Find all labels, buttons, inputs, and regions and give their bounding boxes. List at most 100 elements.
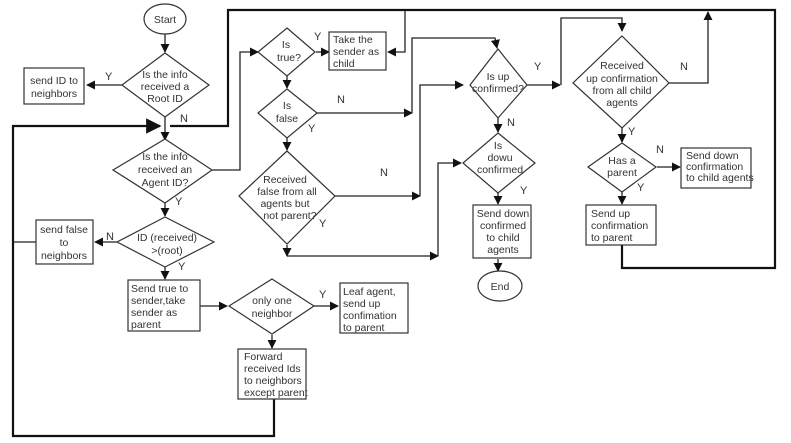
label-recvup-no: N [680, 61, 688, 73]
node-up-confirmed-decision: Is up confirmed? [469, 48, 528, 119]
text-line: received an [138, 164, 192, 176]
node-start: Start [143, 3, 187, 35]
node-end-text: End [491, 281, 510, 293]
node-agent-id-decision: Is the info received an Agent ID? [111, 138, 214, 204]
text-line: confirmed [480, 220, 526, 232]
text-line: Is the info [142, 69, 188, 81]
text-line: >(root) [151, 245, 182, 257]
label-agent-yes: Y [175, 196, 183, 208]
text-line: child [333, 58, 355, 70]
node-send-true: Send true to sender,take sender as paren… [127, 279, 201, 332]
label-recvfalse-no: N [380, 167, 388, 179]
node-take-child: Take the sender as child [328, 31, 387, 71]
text-line: except parent [244, 387, 308, 399]
text-line: send ID to [30, 75, 78, 87]
text-line: neighbors [41, 250, 87, 262]
text-line: neighbors [31, 88, 77, 100]
text-line: to child [486, 232, 519, 244]
edge-to-downconf [437, 158, 462, 256]
text-line: Received [600, 60, 644, 72]
text-line: Send down [686, 150, 739, 162]
text-line: Send true to [131, 283, 188, 295]
text-line: sender,take [131, 295, 185, 307]
text-line: Is [283, 100, 291, 112]
text-line: to child agents [686, 172, 754, 184]
node-is-true-decision: Is true? [257, 27, 316, 77]
node-start-text: Start [154, 14, 176, 26]
text-line: false from all [257, 186, 317, 198]
text-line: sender as [333, 46, 379, 58]
node-send-false: send false to neighbors [35, 219, 94, 265]
text-line: Root ID [147, 93, 183, 105]
text-line: to parent [591, 232, 633, 244]
label-root-no: N [180, 113, 188, 125]
edge-to-upconf-2 [419, 80, 464, 196]
label-false-no: N [337, 94, 345, 106]
text-line: up confirmation [586, 73, 658, 85]
node-leaf-agent: Leaf agent, send up confimation to paren… [339, 282, 409, 334]
text-line: confirmation [686, 161, 743, 173]
text-line: agents [487, 244, 519, 256]
text-line: agents but [260, 198, 309, 210]
text-line: confimation [343, 310, 397, 322]
text-line: sender as [131, 307, 177, 319]
text-line: Is up [487, 71, 510, 83]
text-line: parent [131, 319, 161, 331]
edge-agent-istrue [212, 47, 259, 171]
node-received-false-decision: Received false from all agents but not p… [238, 150, 336, 245]
edge-to-recvup [560, 17, 627, 85]
node-send-down-confirmation: Send down confirmation to child agents [680, 147, 754, 189]
text-line: Take the [333, 34, 373, 46]
text-line: confirmed [477, 164, 523, 176]
label-recvup-yes: Y [628, 126, 636, 138]
text-line: dowu [487, 152, 512, 164]
text-line: not parent? [263, 210, 316, 222]
label-parent-no: N [656, 144, 664, 156]
text-line: send false [40, 224, 88, 236]
text-line: Has a [608, 155, 636, 167]
text-line: to [60, 237, 69, 249]
node-one-neighbor-decision: only one neighbor [227, 278, 316, 335]
edge-loop-child [387, 10, 406, 57]
text-line: only one [252, 295, 292, 307]
edge-loop-top [170, 8, 777, 270]
label-up-yes: Y [534, 61, 542, 73]
text-line: received Ids [244, 363, 301, 375]
text-line: Received [263, 174, 307, 186]
text-line: Is the info [142, 151, 188, 163]
edge-labels: Y N Y N Y Y Y N Y N Y Y N Y N Y N Y [105, 31, 688, 301]
text-line: parent [607, 167, 637, 179]
node-has-parent-decision: Has a parent [586, 142, 658, 193]
text-line: Is [282, 39, 290, 51]
text-line: neighbor [252, 308, 293, 320]
label-recvfalse-yes: Y [319, 218, 327, 230]
text-line: Is [494, 140, 502, 152]
text-line: ID (received) [137, 232, 197, 244]
node-send-id: send ID to neighbors [23, 67, 85, 105]
node-forward-ids: Forward received Ids to neighbors except… [237, 348, 308, 400]
text-line: Forward [244, 351, 283, 363]
text-line: confirmation [591, 220, 648, 232]
label-parent-yes: Y [637, 182, 645, 194]
text-line: to parent [343, 322, 385, 334]
label-one-yes: Y [319, 289, 327, 301]
text-line: Send down [477, 208, 530, 220]
text-line: send up [343, 298, 381, 310]
label-cmp-no: N [106, 231, 114, 243]
text-line: from all child [593, 85, 652, 97]
text-line: to neighbors [244, 375, 302, 387]
label-cmp-yes: Y [178, 261, 186, 273]
node-root-id-decision: Is the info received a Root ID [120, 52, 211, 118]
text-line: agents [606, 97, 638, 109]
node-is-false-decision: Is false [257, 88, 318, 139]
node-send-up-parent: Send up confirmation to parent [585, 204, 657, 246]
text-line: confirmed? [472, 83, 524, 95]
edge-recvup-n [669, 11, 713, 84]
label-up-no: N [507, 117, 515, 129]
node-id-compare-decision: ID (received) >(root) [115, 216, 216, 268]
label-true-yes: Y [314, 31, 322, 43]
text-line: Agent ID? [142, 177, 189, 189]
label-down-yes: Y [520, 185, 528, 197]
text-line: Send up [591, 208, 630, 220]
